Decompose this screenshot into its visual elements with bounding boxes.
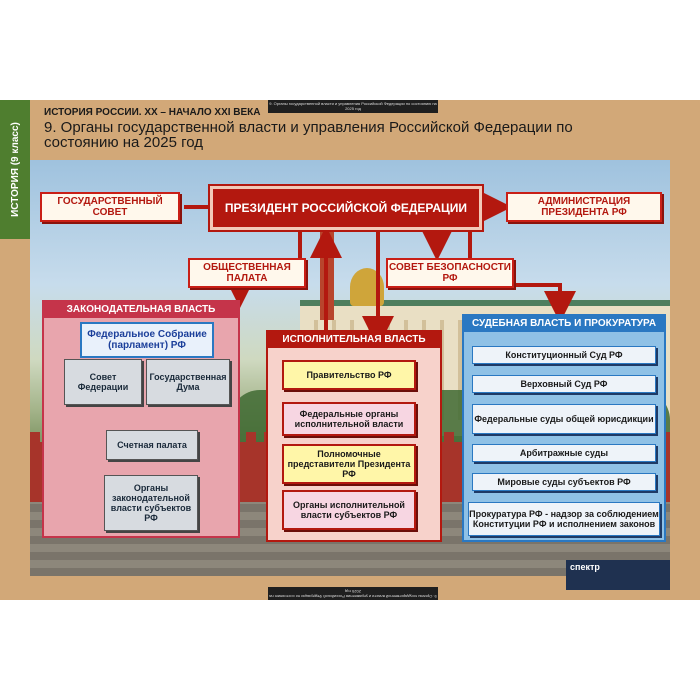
judicial-item-5: Мировые суды субъектов РФ [472, 473, 656, 491]
judicial-item-2: Верховный Суд РФ [472, 375, 656, 393]
public-chamber-box: ОБЩЕСТВЕННАЯ ПАЛАТА [188, 258, 306, 288]
accounts-chamber-box: Счетная палата [106, 430, 198, 460]
judicial-item-6: Прокуратура РФ - надзор за соблюдением К… [468, 502, 660, 536]
executive-title: ИСПОЛНИТЕЛЬНАЯ ВЛАСТЬ [268, 332, 440, 348]
representatives-box: Полномочные представители Президента РФ [282, 444, 416, 484]
government-box: Правительство РФ [282, 360, 416, 390]
state-council-box: ГОСУДАРСТВЕННЫЙ СОВЕТ [40, 192, 180, 222]
leg-regional-box: Органы законодательной власти субъектов … [104, 475, 198, 531]
supertitle: ИСТОРИЯ РОССИИ. XX – НАЧАЛО XXI ВЕКА [44, 107, 261, 118]
page-title: 9. Органы государственной власти и управ… [44, 119, 573, 151]
exec-regional-box: Органы исполнительной власти субъектов Р… [282, 490, 416, 530]
judicial-item-3: Федеральные суды общей юрисдикции [472, 404, 656, 434]
federal-assembly-box: Федеральное Собрание (парламент) РФ [80, 322, 214, 358]
judicial-title: СУДЕБНАЯ ВЛАСТЬ И ПРОКУРАТУРА [464, 316, 664, 332]
publisher-name: спектр [570, 562, 600, 572]
judicial-item-4: Арбитражные суды [472, 444, 656, 462]
federal-exec-bodies-box: Федеральные органы исполнительной власти [282, 402, 416, 436]
header-strip: 9. Органы государственной власти и управ… [268, 100, 438, 113]
security-council-box: СОВЕТ БЕЗОПАСНОСТИ РФ [386, 258, 514, 288]
poster: ИСТОРИЯ (9 класс) 9. Органы государствен… [0, 100, 700, 600]
arrow-president-judicial [468, 230, 576, 323]
state-duma-box: Государственная Дума [146, 359, 230, 405]
president-box: ПРЕЗИДЕНТ РОССИЙСКОЙ ФЕДЕРАЦИИ [210, 186, 482, 230]
footer-strip: 9. Органы государственной власти и управ… [268, 587, 438, 600]
federation-council-box: Совет Федерации [64, 359, 142, 405]
legislative-title: ЗАКОНОДАТЕЛЬНАЯ ВЛАСТЬ [44, 302, 238, 318]
side-label-bar: ИСТОРИЯ (9 класс) [0, 100, 30, 239]
publisher-logo: спектр [566, 560, 670, 590]
judicial-item-1: Конституционный Суд РФ [472, 346, 656, 364]
administration-box: АДМИНИСТРАЦИЯ ПРЕЗИДЕНТА РФ [506, 192, 662, 222]
